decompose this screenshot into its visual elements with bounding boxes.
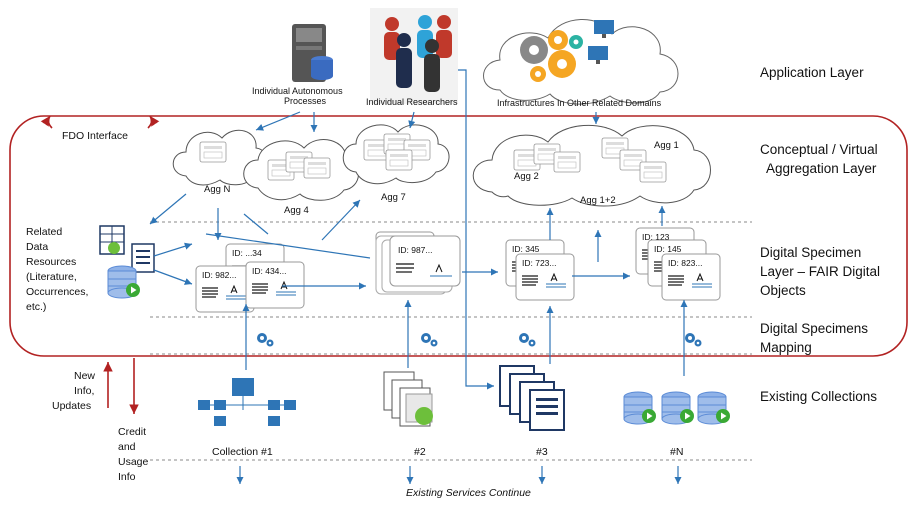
specimen-group-2 xyxy=(375,231,461,295)
agg-n-label: Agg N xyxy=(204,184,231,195)
credit-label-3: Usage xyxy=(118,456,149,468)
agg-12-label: Agg 1+2 xyxy=(580,195,616,206)
credit-label-1: Credit xyxy=(118,426,147,438)
collection-3-label: #3 xyxy=(536,446,548,458)
layer-digital-specimen-1: Digital Specimen xyxy=(760,245,862,260)
cloud-agg-7 xyxy=(342,124,450,185)
processes-label-1: Individual Autonomous xyxy=(252,86,343,96)
layer-application: Application Layer xyxy=(760,65,864,80)
flow-arrows xyxy=(149,69,688,484)
collection-2-label: #2 xyxy=(414,446,426,458)
related-label-2: Data xyxy=(26,241,49,253)
chart-document-icon xyxy=(383,371,433,427)
mapping-gears-icon-1 xyxy=(257,333,274,347)
document-icon-small xyxy=(131,243,155,273)
specimen-id-g3-back: ID: 345 xyxy=(512,244,540,254)
server-icon xyxy=(292,24,333,82)
infrastructures-cloud xyxy=(483,19,679,105)
spreadsheet-icon xyxy=(99,225,125,255)
database-play-icon-3 xyxy=(697,391,731,425)
related-label-1: Related xyxy=(26,226,63,238)
fdo-interface-arrow-left xyxy=(40,115,53,129)
database-icon-small xyxy=(107,265,141,299)
specimen-id-g4-back1: ID: 145 xyxy=(654,244,682,254)
layer-digital-specimen-3: Objects xyxy=(760,283,806,298)
mapping-gears-icon-3 xyxy=(519,333,536,347)
database-play-icon-2 xyxy=(661,391,695,425)
specimen-id-g1-front: ID: 434... xyxy=(252,266,287,276)
people-icon xyxy=(370,8,458,104)
layer-conceptual-2: Aggregation Layer xyxy=(766,161,877,176)
cloud-agg-12 xyxy=(472,124,711,207)
agg-7-label: Agg 7 xyxy=(381,192,406,203)
mapping-gears-icon-2 xyxy=(421,333,438,347)
layer-digital-specimen-2: Layer – FAIR Digital xyxy=(760,264,881,279)
related-label-5: Occurrences, xyxy=(26,286,89,298)
agg-2-label: Agg 2 xyxy=(514,171,539,182)
computer-icon xyxy=(588,20,614,64)
layer-mapping-1: Digital Specimens xyxy=(760,321,869,336)
document-stack-icon xyxy=(499,365,565,431)
mapping-gears-icon-4 xyxy=(685,333,702,347)
specimen-id-g4-front: ID: 823... xyxy=(668,258,703,268)
infrastructures-label: Infrastructures In Other Related Domains xyxy=(497,98,662,108)
database-play-icon-1 xyxy=(623,391,657,425)
layer-mapping-2: Mapping xyxy=(760,340,812,355)
specimen-id-g2-front: ID: 987... xyxy=(398,245,433,255)
layer-existing: Existing Collections xyxy=(760,389,878,404)
specimen-id-g1-back1: ID: 982... xyxy=(202,270,237,280)
layer-conceptual-1: Conceptual / Virtual xyxy=(760,142,878,157)
credit-label-2: and xyxy=(118,441,136,453)
credit-label-4: Info xyxy=(118,471,136,483)
related-label-6: etc.) xyxy=(26,301,47,313)
fdo-frame xyxy=(9,115,908,357)
fdo-interface-arrow-right xyxy=(147,115,160,129)
collection-1-label: Collection #1 xyxy=(212,446,273,458)
specimen-id-g1-back2: ID: ...34 xyxy=(232,248,262,258)
related-label-4: (Literature, xyxy=(26,271,77,283)
folder-tree-icon xyxy=(198,378,296,426)
existing-services-label: Existing Services Continue xyxy=(406,487,531,499)
related-label-3: Resources xyxy=(26,256,77,268)
agg-1-label: Agg 1 xyxy=(654,140,679,151)
new-info-label-2: Info, xyxy=(74,385,95,397)
collection-n-label: #N xyxy=(670,446,684,458)
gears-icon xyxy=(520,30,583,82)
specimen-id-g4-back2: ID: 123 xyxy=(642,232,670,242)
new-info-label-3: Updates xyxy=(52,400,92,412)
researchers-label: Individual Researchers xyxy=(366,97,458,107)
new-info-label-1: New xyxy=(74,370,96,382)
fdo-interface-label: FDO Interface xyxy=(62,130,128,142)
processes-label-2: Processes xyxy=(284,96,327,106)
agg-4-label: Agg 4 xyxy=(284,205,309,216)
specimen-id-g3-front: ID: 723... xyxy=(522,258,557,268)
cloud-agg-4 xyxy=(243,139,359,201)
